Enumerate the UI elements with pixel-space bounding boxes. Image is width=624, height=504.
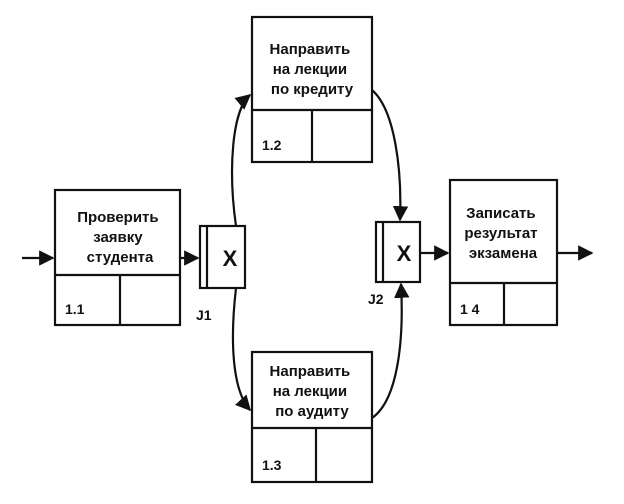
- activity-text-check: Проверить заявку студента: [77, 209, 163, 266]
- activity-text-lectures-credit: Направить на лекции по кредиту: [270, 41, 355, 98]
- activity-text-lectures-audit: Направить на лекции по аудиту: [270, 363, 355, 420]
- activity-credit-line-2: на лекции: [273, 61, 347, 78]
- activity-credit-line-3: по кредиту: [271, 81, 354, 98]
- arrow-audit-to-j2: [371, 282, 410, 419]
- activity-audit-line-1: Направить: [270, 363, 351, 380]
- activity-number-check: 1.1: [65, 301, 85, 317]
- junction-j1: X J1: [196, 224, 247, 323]
- junction-j2-symbol: X: [397, 241, 412, 266]
- activity-number-record: 1 4: [460, 301, 480, 317]
- junction-j2: X J2: [368, 220, 422, 307]
- activity-check-line-2: заявку: [93, 229, 143, 246]
- arrow-j1-to-credit: [230, 94, 252, 227]
- activity-credit-line-1: Направить: [270, 41, 351, 58]
- junction-j2-label: J2: [368, 291, 384, 307]
- activity-number-lectures-credit: 1.2: [262, 137, 282, 153]
- activity-text-record: Записать результат экзамена: [464, 205, 541, 262]
- connectors: [22, 89, 594, 419]
- activity-audit-line-2: на лекции: [273, 383, 347, 400]
- arrow-credit-to-j2: [371, 89, 409, 222]
- junction-j1-label: J1: [196, 307, 212, 323]
- arrow-j1-to-audit: [231, 287, 252, 412]
- activity-box-record: Записать результат экзамена 1 4: [448, 178, 559, 327]
- activity-check-line-3: студента: [87, 249, 154, 266]
- activity-box-lectures-credit: Направить на лекции по кредиту 1.2: [250, 15, 374, 164]
- junction-j1-symbol: X: [223, 246, 238, 271]
- activity-number-lectures-audit: 1.3: [262, 457, 282, 473]
- activity-audit-line-3: по аудиту: [275, 403, 349, 420]
- activity-check-line-1: Проверить: [77, 209, 158, 226]
- activity-record-line-1: Записать: [466, 205, 535, 222]
- activity-box-lectures-audit: Направить на лекции по аудиту 1.3: [250, 350, 374, 484]
- activity-record-line-3: экзамена: [469, 245, 538, 262]
- activity-box-check: Проверить заявку студента 1.1: [53, 188, 182, 327]
- activity-record-line-2: результат: [464, 225, 537, 242]
